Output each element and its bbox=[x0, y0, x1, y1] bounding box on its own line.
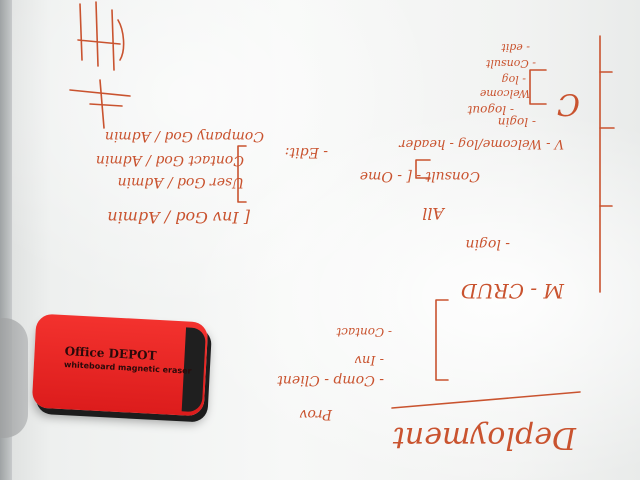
thumb-foreground bbox=[0, 318, 28, 438]
note-edit: - edit bbox=[501, 41, 530, 54]
note-logout: - logout bbox=[467, 103, 514, 117]
note-user-god: User God / Admin bbox=[118, 174, 244, 190]
note-inv: - Inv bbox=[354, 352, 384, 367]
note-login-top: - login bbox=[465, 236, 510, 252]
note-inv-god: [ Inv God / Admin bbox=[107, 208, 250, 227]
note-welcome-header: V - Welcome/log - header bbox=[398, 136, 564, 151]
eraser-product-text: whiteboard magnetic eraser bbox=[63, 360, 192, 376]
note-comp-client: - Comp - Client bbox=[277, 372, 384, 388]
note-prov: Prov bbox=[299, 406, 333, 422]
note-consult: Consult - [ - Ome bbox=[360, 168, 480, 184]
note-c: C bbox=[557, 86, 580, 121]
note-crud: M - CRUD bbox=[461, 279, 565, 303]
note-log: - log bbox=[502, 73, 526, 86]
note-login: - login bbox=[498, 115, 536, 129]
note-company-god: Company God / Admin bbox=[105, 128, 264, 144]
note-welcome: Welcome bbox=[479, 87, 530, 100]
top-scribble bbox=[69, 1, 131, 129]
note-contact-god: Contact God / Admin bbox=[96, 152, 244, 168]
note-contact: - Contact bbox=[336, 325, 392, 339]
note-all: All bbox=[422, 204, 446, 223]
note-edit-block: - Edit: bbox=[285, 144, 328, 160]
whiteboard-eraser: Office DEPOT whiteboard magnetic eraser bbox=[31, 313, 209, 417]
heading-text: Deployment bbox=[392, 420, 577, 455]
note-consult-2: - Consult bbox=[485, 57, 536, 70]
